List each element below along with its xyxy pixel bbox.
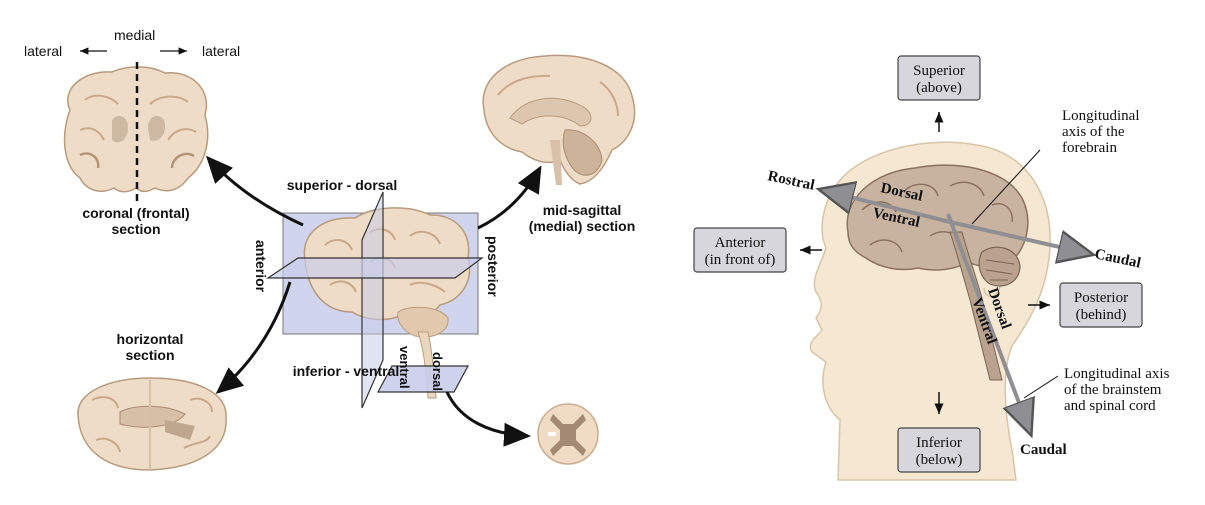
brainstem-axis-line3: and spinal cord	[1064, 398, 1156, 414]
coronal-label-line1: coronal (frontal)	[82, 205, 189, 221]
inferior-ventral-label: inferior - ventral	[293, 363, 400, 379]
left-diagram: medial lateral lateral coronal (frontal)…	[24, 27, 636, 471]
coronal-label-line2: section	[111, 221, 160, 237]
caudal-axis-arrow	[949, 220, 1090, 254]
lateral-left-label: lateral	[24, 43, 62, 59]
midsagittal-label-line2: (medial) section	[529, 218, 636, 234]
superior-dorsal-label: superior - dorsal	[287, 177, 397, 193]
anterior-box: Anterior (in front of)	[693, 227, 787, 273]
caudal-upper-label: Caudal	[1093, 246, 1142, 271]
cord-plane	[376, 365, 470, 393]
inferior-box: Inferior (below)	[897, 427, 981, 473]
arrow-to-horizontal	[215, 281, 292, 394]
posterior-box-line2: (behind)	[1076, 307, 1127, 323]
superior-box-line1: Superior	[913, 63, 965, 79]
spinal-cord-section-image	[537, 403, 599, 465]
brainstem-axis-line2: of the brainstem	[1064, 382, 1162, 398]
arrow-to-coronal	[205, 155, 304, 227]
horizontal-label-line1: horizontal	[117, 331, 184, 347]
ventral-cord-label: ventral	[397, 346, 412, 389]
rostral-axis-arrow	[822, 190, 951, 224]
lateral-right-label: lateral	[202, 43, 240, 59]
anterior-label: anterior	[253, 240, 269, 293]
midsagittal-label-line1: mid-sagittal	[543, 202, 622, 218]
posterior-label: posterior	[485, 236, 501, 297]
dorsal-cord-label: dorsal	[430, 352, 445, 391]
horizontal-label-line2: section	[125, 347, 174, 363]
medial-label: medial	[114, 27, 155, 43]
rostral-label: Rostral	[766, 168, 816, 194]
central-brain-image	[266, 191, 484, 409]
inferior-box-line2: (below)	[916, 452, 963, 468]
posterior-box: Posterior (behind)	[1059, 282, 1143, 328]
posterior-box-line1: Posterior	[1074, 290, 1128, 306]
midsagittal-section-image	[482, 54, 636, 185]
arrow-to-cord-section	[445, 391, 531, 447]
coronal-section-image	[63, 66, 209, 193]
forebrain-axis-leader	[971, 149, 1041, 225]
brainstem-axis-leader	[1023, 375, 1059, 399]
inferior-box-line1: Inferior	[916, 435, 962, 451]
sagittal-plane	[361, 191, 384, 409]
horizontal-plane	[266, 257, 484, 279]
brainstem-axis-arrow	[946, 213, 1030, 432]
anterior-box-line1: Anterior	[715, 235, 766, 251]
superior-box-line2: (above)	[916, 80, 962, 96]
arrow-to-midsagittal	[477, 165, 542, 230]
brainstem-axis-line1: Longitudinal axis	[1064, 366, 1170, 382]
superior-box: Superior (above)	[897, 55, 981, 101]
forebrain-axis-line1: Longitudinal	[1062, 108, 1140, 124]
forebrain-axis-line2: axis of the	[1062, 124, 1125, 140]
caudal-lower-label: Caudal	[1020, 442, 1067, 458]
anterior-box-line2: (in front of)	[705, 252, 776, 268]
horizontal-section-image	[77, 377, 227, 471]
right-diagram: Dorsal Ventral Dorsal Ventral Rostral Ca…	[693, 55, 1170, 481]
forebrain-axis-line3: forebrain	[1062, 140, 1117, 156]
